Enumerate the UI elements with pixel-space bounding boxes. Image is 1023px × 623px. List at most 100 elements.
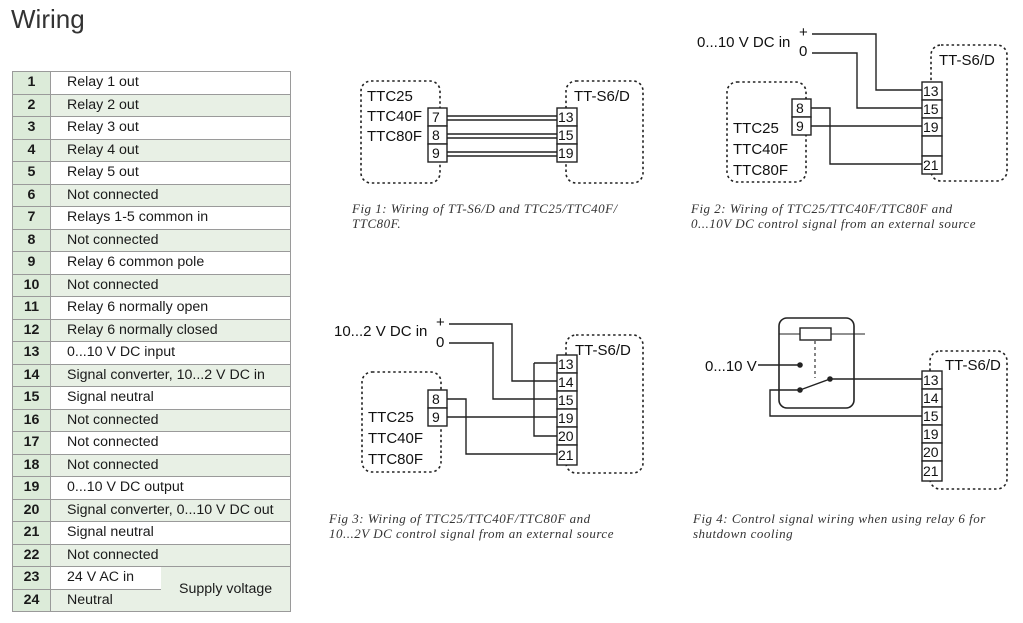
terminal-description: Relay 5 out	[50, 161, 291, 185]
terminal-description: Relay 3 out	[50, 116, 291, 140]
fig3-terminal-15-num: 15	[558, 392, 574, 408]
fig1-caption-line1: Fig 1: Wiring of TT-S6/D and TTC25/TTC40…	[351, 201, 619, 216]
terminal-description: Not connected	[50, 543, 291, 567]
fig4-terminal-13-num: 13	[923, 372, 939, 388]
terminal-description: Signal converter, 10...2 V DC in	[50, 363, 291, 387]
terminal-number: 2	[12, 93, 51, 117]
fig3-zero-label: 0	[436, 334, 444, 351]
fig4-terminal-14-num: 14	[923, 390, 939, 406]
fig4-caption-line1: Fig 4: Control signal wiring when using …	[692, 511, 986, 526]
fig2-ttc40f-label: TTC40F	[733, 141, 788, 158]
fig4-terminal-21-num: 21	[923, 463, 939, 479]
fig2-terminal-empty	[921, 135, 943, 157]
terminal-number: 6	[12, 183, 51, 207]
terminal-description: Not connected	[50, 228, 291, 252]
fig1-terminal-9	[427, 143, 448, 163]
fig3-terminal-19-num: 19	[558, 410, 574, 426]
terminal-description: Relay 4 out	[50, 138, 291, 162]
fig4-diagram: 0...10 V TT-S6/D 13 14 15 19 20 21 Fig 4…	[692, 317, 1008, 541]
terminal-number: 20	[12, 498, 51, 522]
fig4-terminal-19-num: 19	[923, 426, 939, 442]
fig4-switch-arm	[799, 378, 831, 391]
terminal-description: Signal converter, 0...10 V DC out	[50, 498, 291, 522]
fig1-terminal-19	[556, 143, 578, 163]
terminal-number: 21	[12, 521, 51, 545]
fig2-terminal-19-num: 19	[923, 119, 939, 135]
fig1-terminal-19-num: 19	[558, 145, 574, 161]
fig1-caption-line2: TTC80F.	[352, 216, 401, 231]
fig3-tts6d-box	[565, 334, 644, 474]
fig1-terminal-15-num: 15	[558, 127, 574, 143]
fig4-terminal-15-num: 15	[923, 408, 939, 424]
fig3-caption-line1: Fig 3: Wiring of TTC25/TTC40F/TTC80F and	[328, 511, 591, 526]
terminal-number: 15	[12, 386, 51, 410]
fig3-ttc80f-label: TTC80F	[368, 451, 423, 468]
terminal-number: 14	[12, 363, 51, 387]
fig4-input-label: 0...10 V	[705, 358, 757, 375]
fig2-tts6d-box	[930, 44, 1008, 182]
fig2-terminal-13-num: 13	[923, 83, 939, 99]
fig2-plus-label: +	[799, 24, 808, 41]
fig3-terminal-20-num: 20	[558, 428, 574, 444]
fig3-wire-13-20	[533, 363, 557, 437]
fig1-terminal-7-num: 7	[432, 109, 440, 125]
page-title: Wiring	[11, 4, 85, 34]
terminal-description: 24 V AC in	[50, 566, 162, 590]
fig1-terminal-13-num: 13	[558, 109, 574, 125]
fig1-tts6d-label: TT-S6/D	[574, 88, 630, 105]
fig3-terminal-14-num: 14	[558, 374, 574, 390]
fig4-caption-line2: shutdown cooling	[693, 526, 793, 541]
fig1-terminal-9-num: 9	[432, 145, 440, 161]
fig2-wire-8-21	[811, 107, 922, 165]
fig2-caption-line1: Fig 2: Wiring of TTC25/TTC40F/TTC80F and	[690, 201, 953, 216]
fig4-relay-box	[778, 317, 855, 409]
fig2-terminal-15-num: 15	[923, 101, 939, 117]
terminal-number: 24	[12, 588, 51, 612]
fig2-terminal-9-num: 9	[796, 118, 804, 134]
fig2-terminal-21	[921, 155, 943, 175]
fig2-zero-label: 0	[799, 43, 807, 60]
terminal-description: Relays 1-5 common in	[50, 206, 291, 230]
terminal-number: 4	[12, 138, 51, 162]
terminal-number: 10	[12, 273, 51, 297]
fig2-diagram: 0...10 V DC in + 0 TTC25 TTC40F TTC80F 8…	[690, 24, 1008, 231]
fig3-tts6d-label: TT-S6/D	[575, 342, 631, 359]
fig2-caption-line2: 0...10V DC control signal from an extern…	[691, 216, 976, 231]
fig3-caption-line2: 10...2V DC control signal from an extern…	[329, 526, 614, 541]
fig2-terminal-8-num: 8	[796, 100, 804, 116]
terminal-description: Signal neutral	[50, 521, 291, 545]
fig3-wire-zero-15	[449, 342, 557, 400]
terminal-description: 0...10 V DC input	[50, 341, 291, 365]
terminal-description: Neutral	[50, 588, 162, 612]
terminal-number: 13	[12, 341, 51, 365]
fig3-terminal-21	[556, 444, 578, 466]
fig4-relay-coil	[799, 327, 832, 341]
supply-voltage-label: Supply voltage	[161, 566, 292, 612]
terminal-number: 9	[12, 251, 51, 275]
terminal-description: Not connected	[50, 408, 291, 432]
fig1-terminal-8-num: 8	[432, 127, 440, 143]
fig3-ttc25-label: TTC25	[368, 409, 414, 426]
fig3-diagram: 10...2 V DC in + 0 TTC25 TTC40F TTC80F 8…	[328, 314, 644, 541]
terminal-description: Relay 6 common pole	[50, 251, 291, 275]
fig1-diagram: TTC25 TTC40F TTC80F 7 8 9 TT-S6/D 13 15 …	[351, 80, 644, 231]
fig3-input-label: 10...2 V DC in	[334, 323, 427, 340]
fig3-terminal-21-num: 21	[558, 447, 574, 463]
